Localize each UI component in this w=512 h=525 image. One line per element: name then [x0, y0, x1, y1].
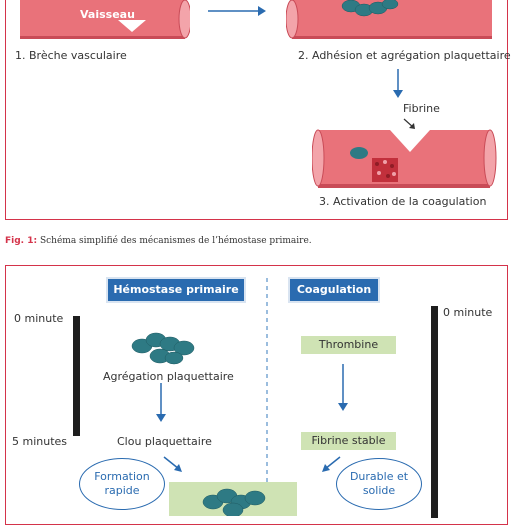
vessel-2-illustration [286, 0, 492, 39]
figure1-caption: Fig. 1: Schéma simplifié des mécanismes … [5, 236, 312, 246]
result-clot-illustration [202, 488, 266, 516]
time-left-bottom: 5 minutes [12, 435, 68, 448]
oval-right-text: Durable et solide [349, 470, 409, 497]
fibrine-pointer-arrow [403, 118, 415, 129]
fibrine-label: Fibrine [403, 102, 440, 115]
arrow-step2-to-step3 [393, 69, 403, 98]
caption-text: Schéma simplifié des mécanismes de l’hém… [39, 236, 312, 246]
result-clot-box [169, 482, 297, 516]
header-hemostase-primaire: Hémostase primaire [106, 277, 246, 303]
platelet-cluster [341, 0, 399, 17]
oval-durable-solide: Durable et solide [336, 458, 422, 510]
arrow-step1-to-step2 [208, 6, 266, 16]
vessel-label: Vaisseau [80, 8, 135, 21]
red-blood-cell-clot [372, 158, 398, 182]
arrow-thrombine-to-fibrine [338, 364, 348, 411]
arrow-clot-to-result [163, 456, 182, 472]
thrombine-box: Thrombine [301, 336, 396, 354]
single-platelet [350, 147, 368, 159]
clot-label: Clou plaquettaire [117, 435, 212, 448]
timeline-right-bar [431, 306, 438, 518]
time-right-top: 0 minute [443, 306, 493, 319]
arrow-aggregation-to-clot [156, 383, 166, 422]
step2-label: 2. Adhésion et agrégation plaquettaire [298, 49, 511, 62]
timeline-left-bar [73, 316, 80, 436]
oval-formation-rapide: Formation rapide [79, 458, 165, 510]
fibrine-stable-box: Fibrine stable [301, 432, 396, 450]
caption-label: Fig. 1: [5, 236, 38, 246]
arrow-fibrine-to-result [322, 456, 341, 472]
step1-label: 1. Brèche vasculaire [15, 49, 127, 62]
vessel-3-illustration [312, 129, 497, 188]
step3-label: 3. Activation de la coagulation [319, 195, 487, 208]
aggregation-label: Agrégation plaquettaire [103, 370, 234, 383]
platelet-aggregation-illustration [131, 332, 195, 365]
header-coagulation: Coagulation [288, 277, 380, 303]
vessel-1-illustration [20, 0, 190, 39]
figure1-panel [5, 0, 508, 220]
time-left-top: 0 minute [14, 312, 64, 325]
center-divider [266, 278, 268, 518]
oval-left-text: Formation rapide [94, 470, 150, 497]
